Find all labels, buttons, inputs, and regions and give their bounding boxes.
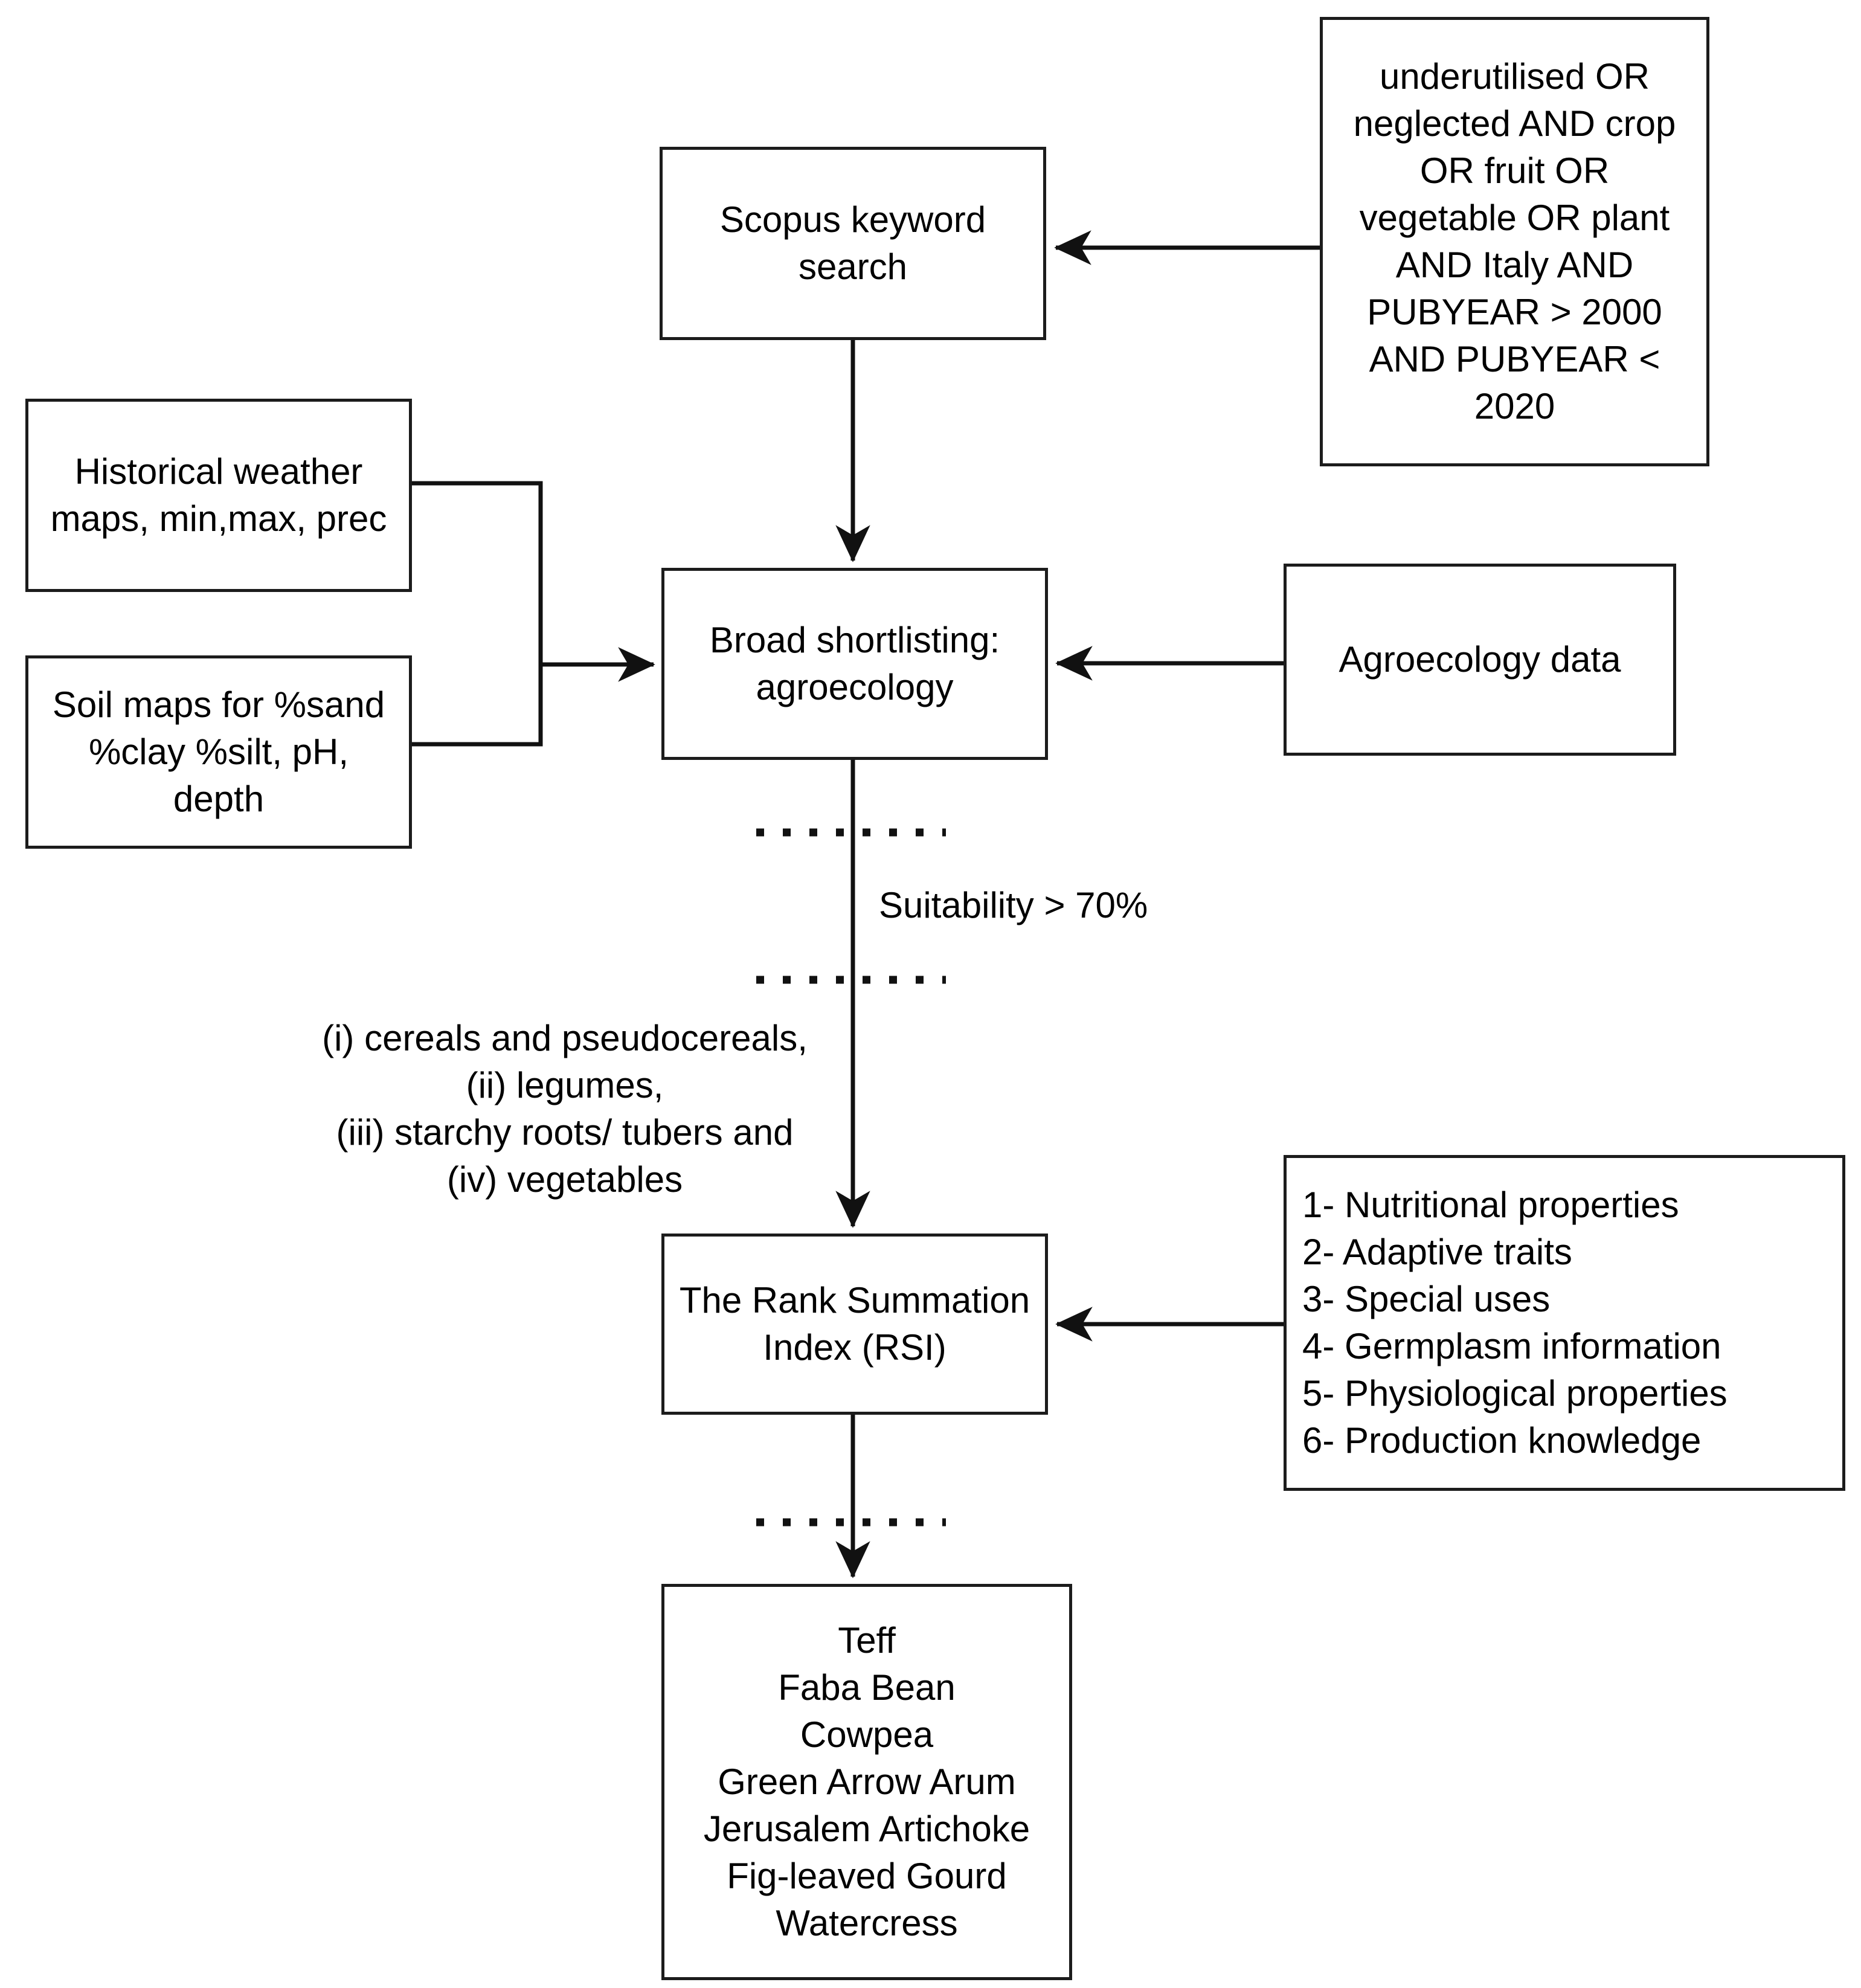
agroecology-data-box: Agroecology data	[1284, 564, 1676, 756]
soil-maps-box: Soil maps for %sand %clay %silt, pH, dep…	[25, 655, 412, 849]
scopus-search-query-text: underutilised OR neglected AND crop OR f…	[1353, 56, 1676, 426]
rank-summation-index-text: The Rank Summation Index (RSI)	[679, 1280, 1030, 1368]
agroecology-data-text: Agroecology data	[1339, 639, 1621, 680]
rank-summation-index-box: The Rank Summation Index (RSI)	[661, 1234, 1048, 1415]
scopus-keyword-search-text: Scopus keyword search	[719, 199, 986, 287]
historical-weather-maps-box: Historical weather maps, min,max, prec	[25, 399, 412, 592]
broad-shortlisting-text: Broad shortlisting: agroecology	[709, 620, 1000, 707]
scopus-search-query-box: underutilised OR neglected AND crop OR f…	[1320, 17, 1709, 466]
rsi-criteria-box: 1- Nutritional properties 2- Adaptive tr…	[1284, 1155, 1845, 1491]
soil-maps-text: Soil maps for %sand %clay %silt, pH, dep…	[52, 684, 385, 819]
crop-categories-label: (i) cereals and pseudocereals, (ii) legu…	[322, 1018, 808, 1200]
suitability-threshold-label: Suitability > 70%	[879, 885, 1148, 925]
scopus-keyword-search-box: Scopus keyword search	[660, 147, 1046, 340]
selected-crops-box: Teff Faba Bean Cowpea Green Arrow Arum J…	[661, 1584, 1072, 1980]
selected-crops-text: Teff Faba Bean Cowpea Green Arrow Arum J…	[703, 1620, 1030, 1943]
broad-shortlisting-box: Broad shortlisting: agroecology	[661, 568, 1048, 760]
edge-weather-merge	[412, 481, 543, 664]
historical-weather-maps-text: Historical weather maps, min,max, prec	[50, 451, 387, 539]
rsi-criteria-text: 1- Nutritional properties 2- Adaptive tr…	[1302, 1185, 1728, 1461]
edge-soil-merge	[412, 664, 543, 747]
